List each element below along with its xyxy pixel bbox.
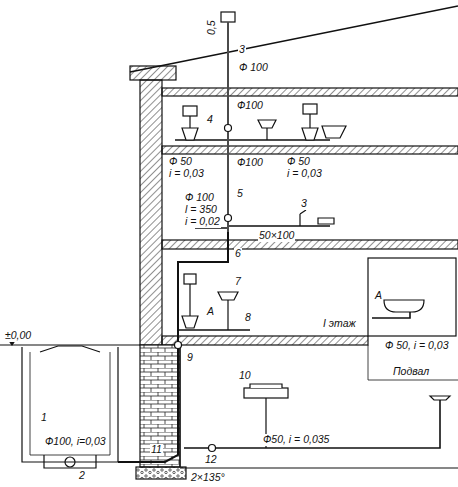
dimension-label: i = 0,03 bbox=[168, 168, 205, 180]
floor-slab bbox=[162, 336, 368, 345]
dimension-label: Ф 50 bbox=[286, 156, 311, 168]
dimension-label: 0,5 bbox=[206, 19, 218, 36]
callout-number: 6 bbox=[234, 248, 242, 260]
dimension-label: 2×135° bbox=[190, 472, 226, 484]
callout-number: 7 bbox=[234, 276, 242, 288]
dimension-label: I этаж bbox=[322, 318, 357, 330]
foundation bbox=[140, 345, 180, 467]
dimension-label: Ф100 bbox=[236, 100, 264, 112]
roof-eave bbox=[130, 66, 176, 80]
callout-number: 8 bbox=[244, 312, 252, 324]
well-fitting bbox=[65, 457, 75, 467]
cleanout bbox=[175, 342, 182, 349]
outlet-pipe bbox=[118, 232, 228, 462]
toilet-tank bbox=[183, 106, 197, 116]
dimension-label: Ф 100 bbox=[238, 62, 269, 74]
toilet-tank bbox=[303, 104, 317, 114]
toilet-bowl bbox=[182, 116, 198, 140]
structure bbox=[0, 6, 458, 479]
dimension-label: i = 0,03 bbox=[286, 168, 323, 180]
dimension-label: ±0,00 bbox=[4, 330, 32, 342]
roof-line bbox=[130, 6, 458, 72]
washbasin bbox=[258, 120, 276, 140]
floor-slab bbox=[162, 240, 458, 249]
cleanout bbox=[225, 215, 232, 222]
well-shaft bbox=[22, 347, 118, 462]
dimension-label: А bbox=[374, 290, 383, 302]
cleanout bbox=[225, 125, 232, 132]
callout-number: 9 bbox=[186, 352, 194, 364]
callout-number: 4 bbox=[206, 114, 214, 126]
bathtub bbox=[384, 300, 424, 312]
valve bbox=[300, 210, 306, 226]
vent-cap bbox=[221, 12, 235, 22]
callout-number: 2 bbox=[78, 470, 86, 482]
dimension-label: Ф 100 bbox=[184, 192, 215, 204]
well bbox=[22, 346, 118, 468]
footing bbox=[136, 467, 186, 479]
callout-number: 10 bbox=[238, 370, 252, 382]
dimension-label: Ф100 bbox=[236, 157, 264, 169]
cleanout bbox=[209, 445, 216, 452]
floor-slab bbox=[162, 146, 458, 154]
dimension-label: Ф100, i=0,03 bbox=[44, 436, 107, 448]
branch-pipe bbox=[178, 329, 250, 331]
dimension-label: Ф50, i = 0,035 bbox=[262, 434, 330, 446]
callout-number: 3 bbox=[238, 44, 246, 56]
detail-frame bbox=[368, 258, 456, 336]
bathtub bbox=[322, 126, 346, 138]
callout-number: 1 bbox=[40, 412, 48, 424]
dimension-label: Ф 50, i = 0,03 bbox=[384, 340, 450, 352]
basement-pipe bbox=[184, 400, 440, 448]
callout-number: 12 bbox=[204, 454, 218, 466]
dimension-label: А bbox=[206, 306, 215, 318]
toilet-bowl bbox=[302, 114, 318, 140]
attic-slab bbox=[162, 88, 458, 96]
dimension-label: Ф 50 bbox=[168, 156, 193, 168]
basement-sink bbox=[244, 388, 288, 398]
dimension-label: l = 350 bbox=[184, 204, 218, 216]
floor-drain bbox=[430, 396, 450, 400]
fixtures bbox=[182, 104, 450, 448]
callout-number: 3 bbox=[300, 198, 308, 210]
callout-number: 11 bbox=[150, 444, 163, 456]
toilet-tank bbox=[184, 274, 196, 284]
pipes bbox=[118, 12, 440, 462]
outer-wall bbox=[140, 80, 162, 345]
basement-floor bbox=[180, 467, 458, 468]
well-lining bbox=[30, 352, 110, 455]
washbasin bbox=[218, 292, 238, 330]
well-sump bbox=[44, 455, 96, 468]
dimension-label: Подвал bbox=[392, 366, 430, 378]
sink bbox=[318, 218, 334, 224]
callout-number: 5 bbox=[236, 188, 244, 200]
toilet-bowl bbox=[182, 284, 198, 328]
dimension-label: 50×100 bbox=[258, 230, 295, 242]
dimension-label: i = 0,02 bbox=[184, 216, 221, 228]
basement-wall bbox=[179, 345, 180, 467]
well-neck bbox=[40, 346, 100, 352]
